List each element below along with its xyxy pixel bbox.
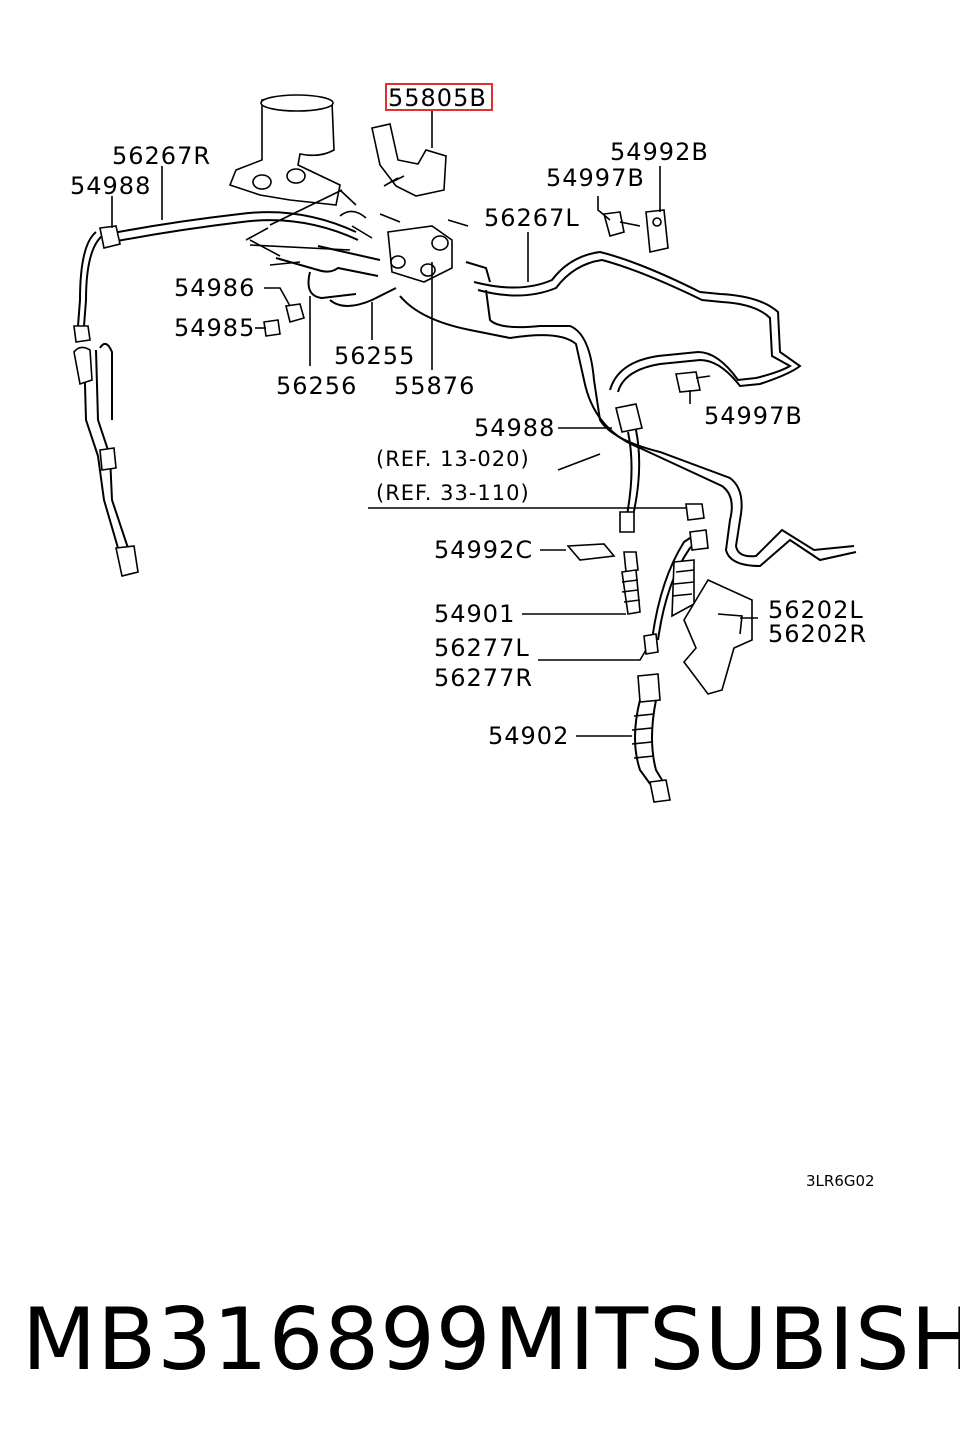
- callout-56267R[interactable]: 56267R: [112, 142, 211, 170]
- callouts: 55805B 56267R 54988 54992B 54997B 56267L…: [70, 83, 875, 1190]
- callout-56255[interactable]: 56255: [334, 342, 415, 370]
- callout-54997B-right[interactable]: 54997B: [704, 402, 803, 430]
- callout-54986[interactable]: 54986: [174, 274, 255, 302]
- callout-54988-left[interactable]: 54988: [70, 172, 151, 200]
- ref-13-020[interactable]: (REF. 13-020): [376, 447, 530, 471]
- callout-54902[interactable]: 54902: [488, 722, 569, 750]
- brand-name: MITSUBISHI: [494, 1290, 960, 1390]
- callout-56277R[interactable]: 56277R: [434, 664, 533, 692]
- bracket-54992B: [602, 209, 669, 253]
- leader-lines: [111, 110, 758, 737]
- callout-54997B-top[interactable]: 54997B: [546, 164, 645, 192]
- callout-56277L[interactable]: 56277L: [434, 634, 530, 662]
- callout-54985[interactable]: 54985: [174, 314, 255, 342]
- bracket-55805B: [371, 123, 447, 197]
- ref-33-110[interactable]: (REF. 33-110): [376, 481, 530, 505]
- diagram-code: 3LR6G02: [806, 1172, 875, 1190]
- callout-54992B[interactable]: 54992B: [610, 138, 709, 166]
- callout-56256[interactable]: 56256: [276, 372, 357, 400]
- footer: MB316899 MITSUBISHI: [0, 1280, 960, 1400]
- callout-55876[interactable]: 55876: [394, 372, 475, 400]
- callout-54992C[interactable]: 54992C: [434, 536, 533, 564]
- callout-56267L[interactable]: 56267L: [484, 204, 580, 232]
- callout-55805B[interactable]: 55805B: [388, 84, 487, 112]
- callout-56202L[interactable]: 56202L: [768, 596, 864, 624]
- callout-highlight: [385, 83, 493, 111]
- part-number: MB316899: [22, 1290, 492, 1390]
- callout-54901[interactable]: 54901: [434, 600, 515, 628]
- callout-56202R[interactable]: 56202R: [768, 620, 867, 648]
- callout-54988-mid[interactable]: 54988: [474, 414, 555, 442]
- brake-pipes: [73, 211, 857, 803]
- master-cylinder: [228, 94, 357, 257]
